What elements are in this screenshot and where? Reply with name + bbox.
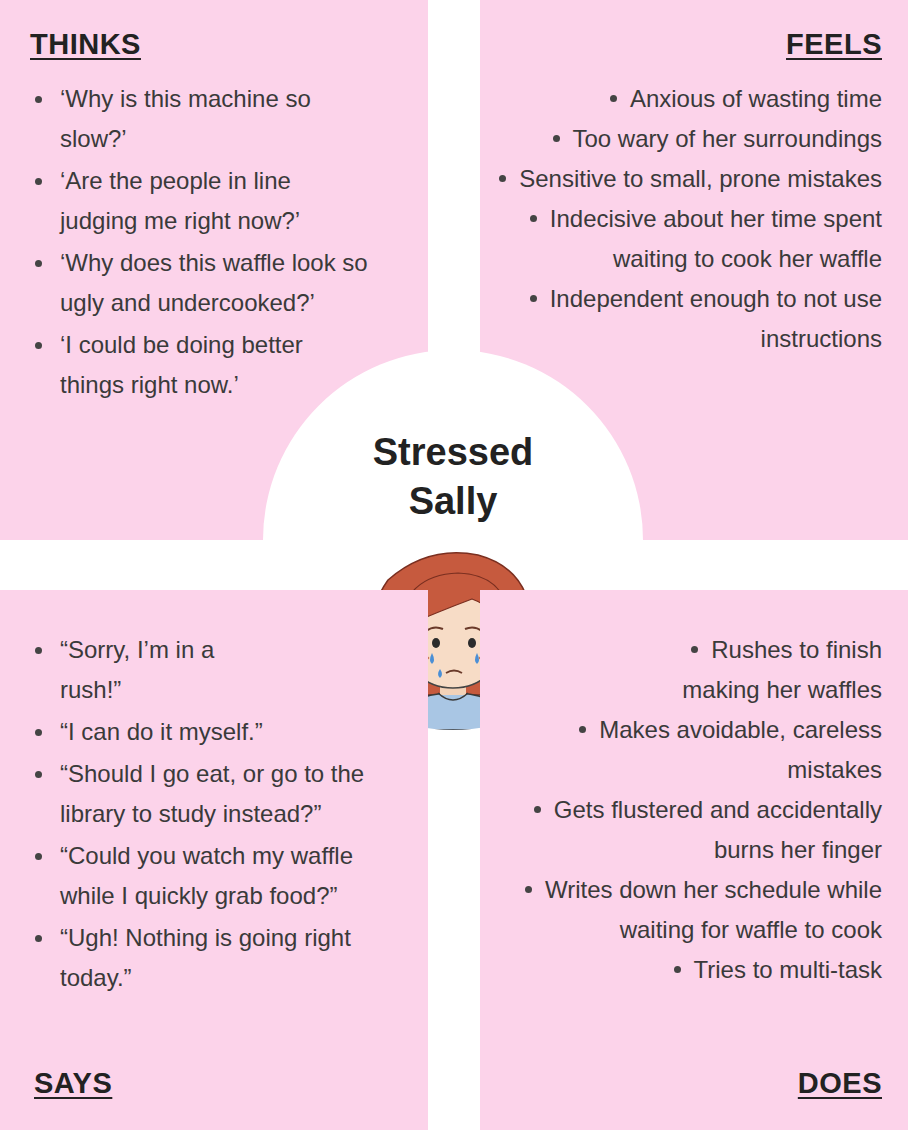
- bullet-text: ‘Why does this waffle look so ugly and u…: [60, 249, 368, 316]
- bullet-dot: [530, 215, 537, 222]
- bullet-item: “Sorry, I’m in a rush!”: [30, 630, 370, 710]
- quadrant-heading: DOES: [798, 1067, 882, 1100]
- bullet-dot: [674, 966, 681, 973]
- quadrant-panel: Rushes to finish making her wafflesMakes…: [480, 590, 908, 1130]
- bullet-text: “Ugh! Nothing is going right today.”: [60, 924, 351, 991]
- bullet-item: Tries to multi-task: [480, 950, 882, 990]
- bullet-text: ‘Why is this machine so slow?’: [60, 85, 311, 152]
- bullet-text: Gets flustered and accidentally burns he…: [554, 796, 882, 863]
- quadrant-heading: THINKS: [30, 28, 428, 61]
- bullet-item: Anxious of wasting time: [480, 79, 882, 119]
- bullet-item: “Should I go eat, or go to the library t…: [30, 754, 370, 834]
- bullet-item: “Could you watch my waffle while I quick…: [30, 836, 370, 916]
- bullet-text: Tries to multi-task: [694, 956, 882, 983]
- bullet-dot: [35, 647, 42, 654]
- bullet-dot: [691, 646, 698, 653]
- bullet-text: Too wary of her surroundings: [573, 125, 883, 152]
- bullet-text: ‘I could be doing better things right no…: [60, 331, 303, 398]
- bullet-item: ‘Why does this waffle look so ugly and u…: [30, 243, 370, 323]
- bullet-item: ‘Are the people in line judging me right…: [30, 161, 370, 241]
- bullet-dot: [610, 95, 617, 102]
- bullet-item: Sensitive to small, prone mistakes: [480, 159, 882, 199]
- bullet-text: “Should I go eat, or go to the library t…: [60, 760, 364, 827]
- bullet-text: “Could you watch my waffle while I quick…: [60, 842, 353, 909]
- bullet-text: Anxious of wasting time: [630, 85, 882, 112]
- bullet-dot: [35, 935, 42, 942]
- bullet-dot: [35, 96, 42, 103]
- bullet-dot: [525, 886, 532, 893]
- bullet-item: ‘I could be doing better things right no…: [30, 325, 370, 405]
- persona-name: Stressed Sally: [338, 428, 568, 527]
- bullet-item: “I can do it myself.”: [30, 712, 370, 752]
- quadrant-panel: “Sorry, I’m in a rush!” “I can do it myse…: [0, 590, 428, 1130]
- bullet-item: Independent enough to not use instructio…: [480, 279, 882, 359]
- bullet-dot: [530, 295, 537, 302]
- bullet-dot: [579, 726, 586, 733]
- bullet-item: Writes down her schedule while waiting f…: [480, 870, 882, 950]
- bullet-text: “Sorry, I’m in a rush!”: [60, 636, 214, 703]
- bullet-item: Makes avoidable, careless mistakes: [480, 710, 882, 790]
- bullet-text: Makes avoidable, careless mistakes: [599, 716, 882, 783]
- bullet-dot: [35, 342, 42, 349]
- bullet-dot: [35, 729, 42, 736]
- bullet-item: Indecisive about her time spent waiting …: [480, 199, 882, 279]
- bullet-item: ‘Why is this machine so slow?’: [30, 79, 370, 159]
- bullet-text: Writes down her schedule while waiting f…: [545, 876, 882, 943]
- bullet-item: Too wary of her surroundings: [480, 119, 882, 159]
- bullet-text: Sensitive to small, prone mistakes: [519, 165, 882, 192]
- bullet-dot: [35, 853, 42, 860]
- bullet-item: Gets flustered and accidentally burns he…: [480, 790, 882, 870]
- bullet-text: Independent enough to not use instructio…: [550, 285, 882, 352]
- bullet-dot: [499, 175, 506, 182]
- bullet-dot: [35, 771, 42, 778]
- bullet-text: Indecisive about her time spent waiting …: [550, 205, 882, 272]
- quadrant-heading: SAYS: [34, 1067, 112, 1100]
- bullet-dot: [35, 260, 42, 267]
- bullet-item: “Ugh! Nothing is going right today.”: [30, 918, 370, 998]
- quadrant-heading: FEELS: [480, 28, 882, 61]
- bullet-dot: [553, 135, 560, 142]
- bullet-item: Rushes to finish making her waffles: [480, 630, 882, 710]
- bullet-dot: [534, 806, 541, 813]
- bullet-dot: [35, 178, 42, 185]
- bullet-text: “I can do it myself.”: [60, 718, 263, 745]
- bullet-text: Rushes to finish making her waffles: [682, 636, 882, 703]
- bullet-text: ‘Are the people in line judging me right…: [60, 167, 300, 234]
